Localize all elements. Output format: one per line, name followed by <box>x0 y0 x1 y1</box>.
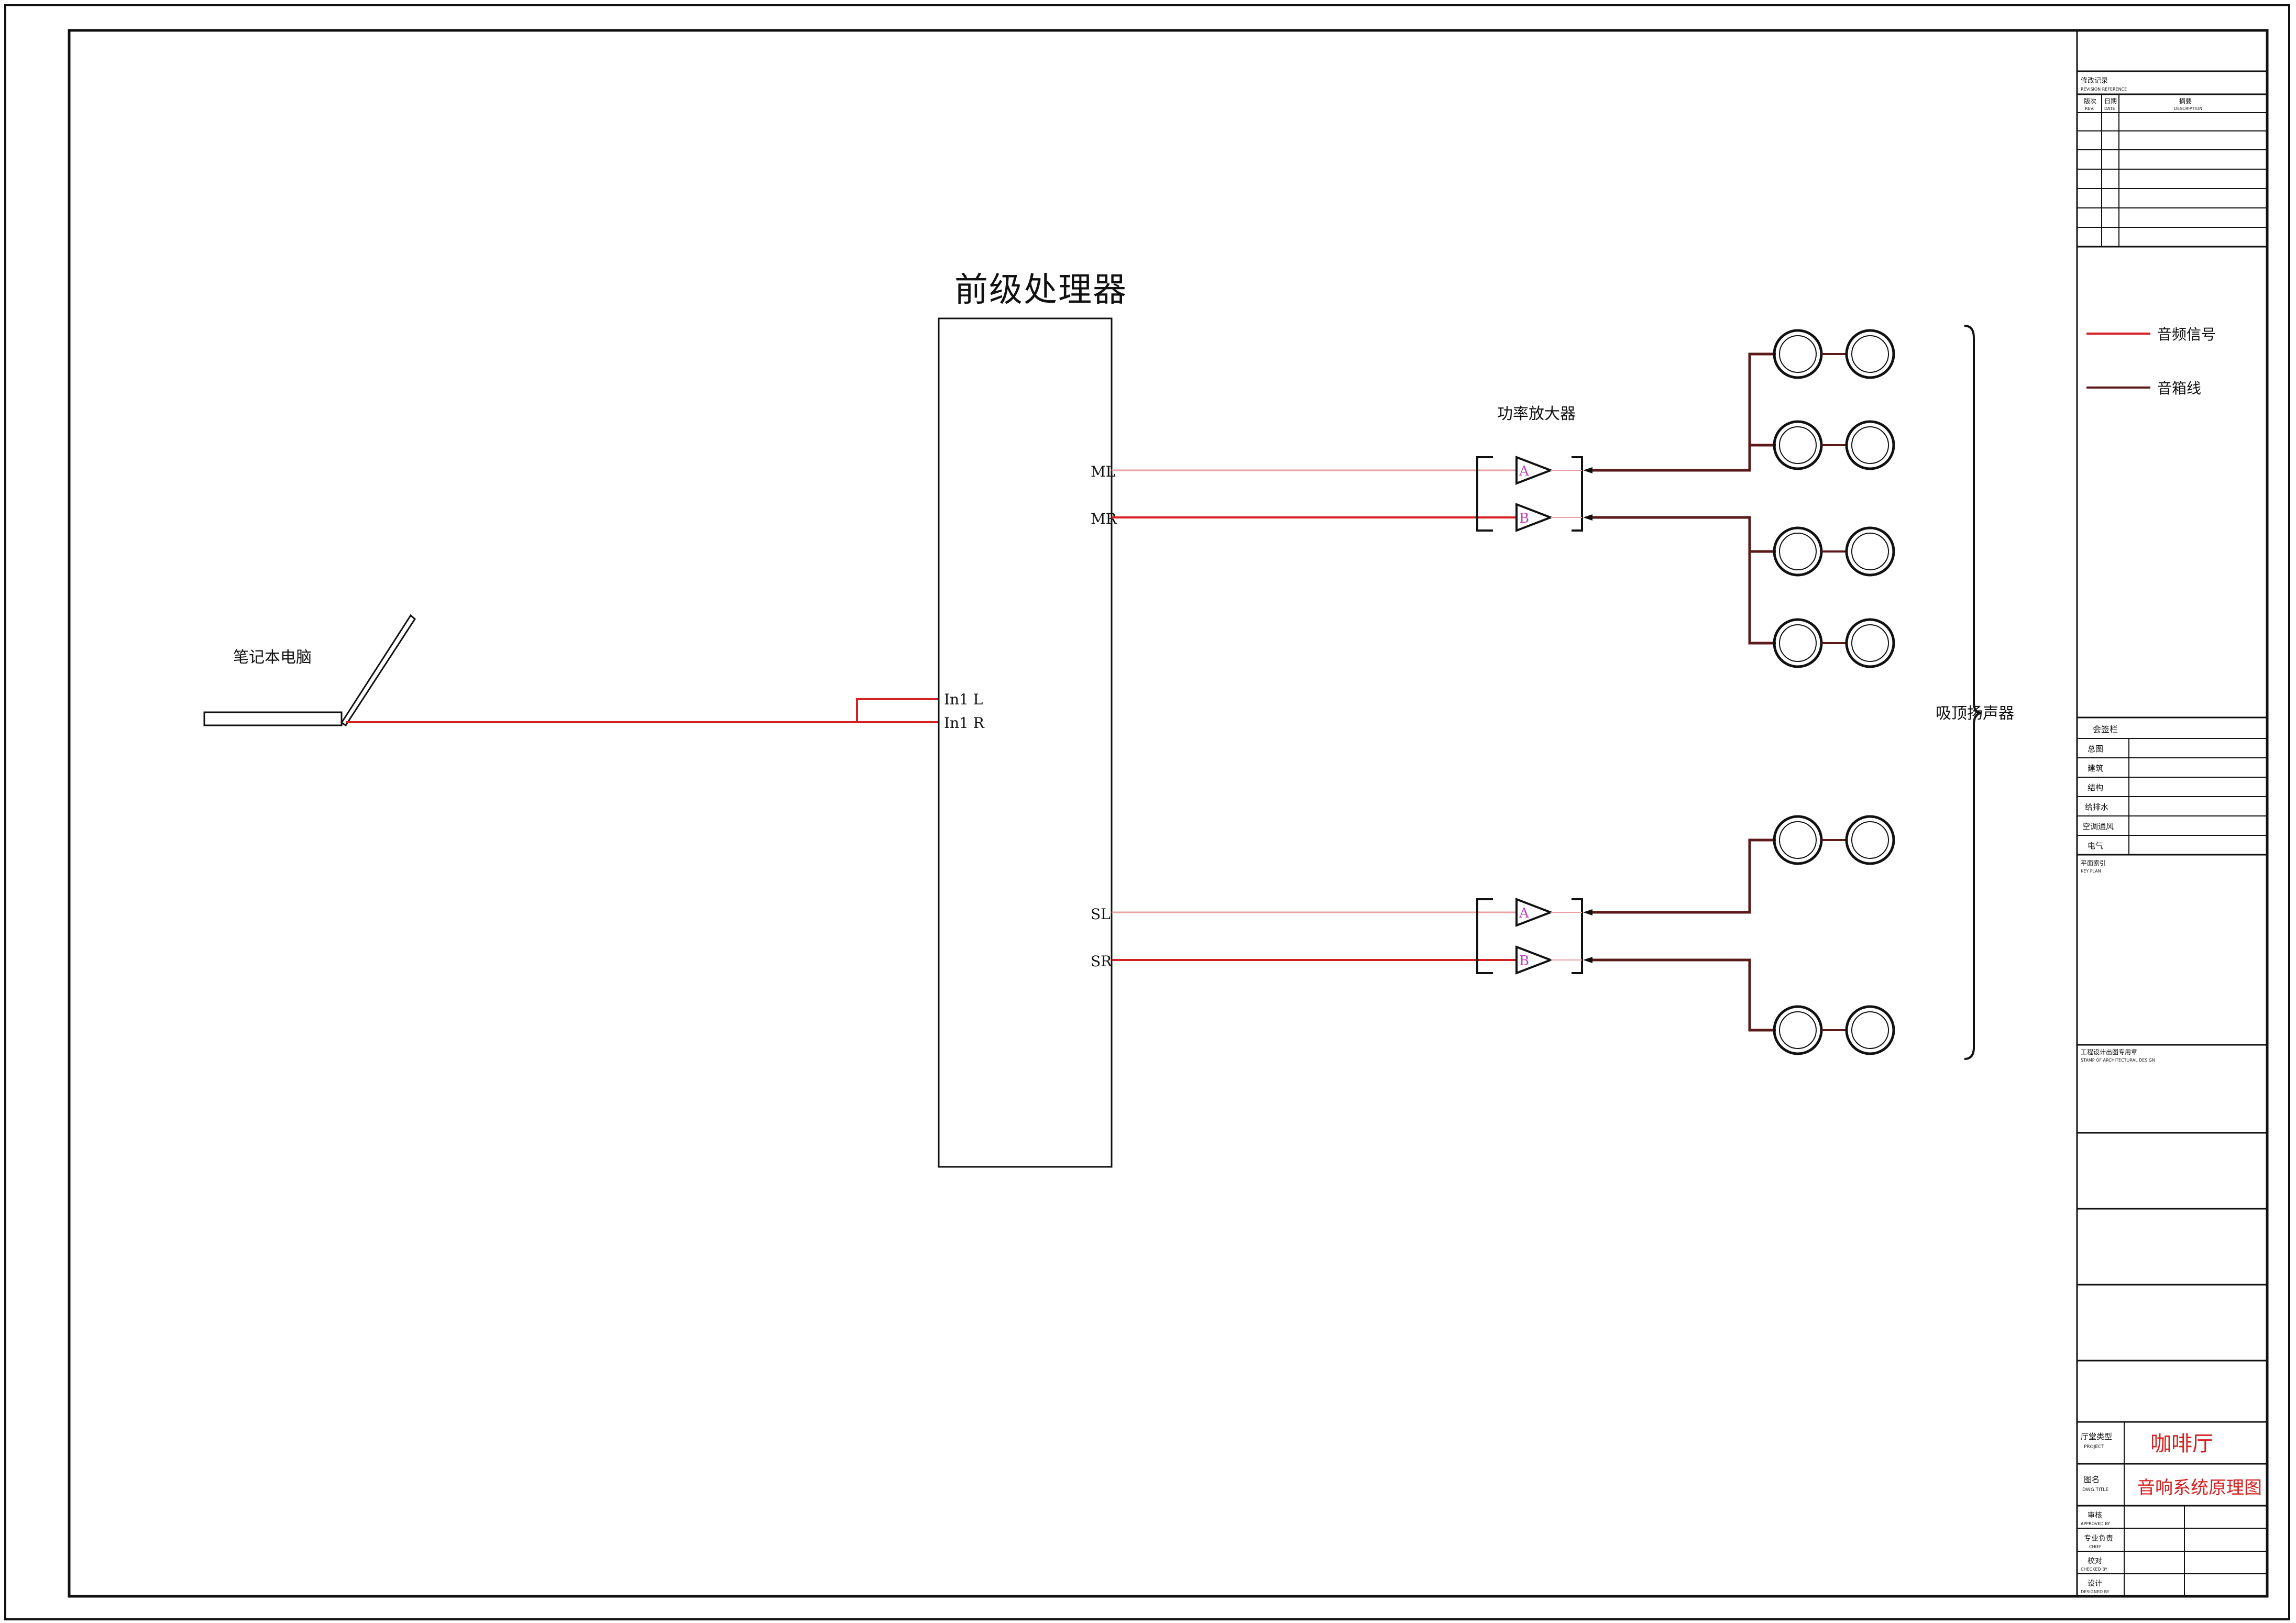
revision-title-en: REVISION REFERENCE <box>2081 87 2127 92</box>
key-plan-label: 平面索引 <box>2081 859 2106 867</box>
project-value: 咖啡厅 <box>2150 1432 2213 1456</box>
amp-2-channel-a-label: A <box>1519 906 1530 921</box>
laptop-icon <box>203 614 416 727</box>
amp-2-channel-a-icon <box>1515 898 1554 927</box>
inner-frame <box>68 29 2269 1598</box>
speaker-pair-1 <box>1773 329 1895 379</box>
chief-label: 专业负责 <box>2084 1534 2113 1543</box>
ceiling-speaker-icon <box>1773 420 1823 470</box>
sign-table: 会签栏 总图 建筑 结构 给排水 空调通风 电气 平面索引 KEY PLAN 工… <box>2081 724 2155 1063</box>
rev-col-desc-en: DESCRIPTION <box>2174 106 2202 111</box>
processor-ports: In1 L In1 R ML MR SL SR <box>944 463 1117 970</box>
checked-label: 校对 <box>2088 1556 2102 1565</box>
amp-1-channel-a-icon <box>1515 456 1554 485</box>
designed-label-en: DESIGNED BY <box>2081 1589 2110 1594</box>
processor-amp-signal-wires <box>1112 469 1519 961</box>
sign-row-structure: 结构 <box>2088 783 2103 792</box>
amp-2-channel-b-icon <box>1515 945 1554 975</box>
sign-row-general: 总图 <box>2088 744 2103 754</box>
amplifier-label: 功率放大器 <box>1497 405 1576 423</box>
sign-row-architecture: 建筑 <box>2088 764 2103 773</box>
port-sr: SR <box>1091 953 1112 970</box>
designed-label: 设计 <box>2088 1580 2102 1588</box>
speaker-group-brace <box>1964 325 1982 1060</box>
speaker-pair-6 <box>1773 1005 1895 1055</box>
ceiling-speaker-icon <box>1845 618 1895 668</box>
rev-col-no-en: REV. <box>2085 106 2094 111</box>
speakers-label: 吸顶扬声器 <box>1936 704 2014 723</box>
title-block <box>2076 30 2267 1596</box>
amplifier-1: A B <box>1476 456 1583 532</box>
ceiling-speaker-icon <box>1845 420 1895 470</box>
speaker-pair-5 <box>1773 815 1895 865</box>
amp-signal-stubs <box>1551 470 1582 960</box>
project-label-en: PROJECT <box>2084 1444 2104 1450</box>
approved-label-en: APPROVED BY <box>2081 1521 2110 1526</box>
amp-2-channel-b-label: B <box>1519 953 1529 969</box>
rev-col-desc: 摘要 <box>2179 97 2192 105</box>
amp-1-channel-b-icon <box>1515 503 1554 532</box>
key-plan-label-en: KEY PLAN <box>2081 869 2101 874</box>
signature-rows: 审核 APPROVED BY 专业负责 CHIEF 校对 CHECKED BY … <box>2081 1511 2113 1594</box>
drawing-value: 音响系统原理图 <box>2137 1477 2262 1498</box>
ceiling-speaker-icon <box>1773 329 1823 379</box>
sign-row-electrical: 电气 <box>2088 841 2103 851</box>
checked-label-en: CHECKED BY <box>2081 1567 2107 1572</box>
legend-speaker-wire-label: 音箱线 <box>2157 380 2201 397</box>
ceiling-speaker-icon <box>1845 815 1895 865</box>
sign-row-hvac: 空调通风 <box>2082 822 2114 831</box>
rev-col-date-en: DATE <box>2104 106 2115 111</box>
laptop-label: 笔记本电脑 <box>233 648 312 667</box>
rev-col-date: 日期 <box>2104 97 2117 105</box>
revision-header: 修改记录 REVISION REFERENCE 版次 REV. 日期 DATE … <box>2081 77 2202 111</box>
amp-1-channel-b-label: B <box>1519 511 1529 526</box>
project-label: 厅堂类型 <box>2081 1432 2112 1441</box>
stamp-label-en: STAMP OF ARCHITECTURAL DESIGN <box>2081 1058 2155 1063</box>
speaker-pair-4 <box>1773 618 1895 668</box>
ceiling-speaker-icon <box>1845 329 1895 379</box>
speaker-wire-arrows <box>1583 467 1592 963</box>
drawing-label-en: DWG.TITLE <box>2082 1487 2108 1493</box>
port-ml: ML <box>1091 463 1115 480</box>
ceiling-speaker-icon <box>1773 526 1823 577</box>
port-in-r: In1 R <box>944 714 985 732</box>
laptop-signal-wires <box>346 698 939 723</box>
ceiling-speaker-icon <box>1773 618 1823 668</box>
ceiling-speaker-icon <box>1773 1005 1823 1055</box>
speaker-pair-3 <box>1773 526 1895 577</box>
ceiling-speaker-icon <box>1845 526 1895 577</box>
chief-label-en: CHIEF <box>2089 1544 2102 1549</box>
sign-title: 会签栏 <box>2093 724 2118 734</box>
revision-title: 修改记录 <box>2081 77 2108 85</box>
amplifier-2: A B <box>1476 898 1583 975</box>
rev-col-no: 版次 <box>2084 97 2096 105</box>
speaker-pair-2 <box>1773 420 1895 470</box>
project-block: 厅堂类型 PROJECT 咖啡厅 图名 DWG.TITLE 音响系统原理图 <box>2081 1432 2262 1498</box>
speaker-wires <box>1590 352 1776 1032</box>
drawing-label: 图名 <box>2084 1475 2100 1484</box>
approved-label: 审核 <box>2088 1511 2102 1520</box>
ceiling-speaker-icon <box>1773 815 1823 865</box>
outer-frame <box>4 4 2290 1620</box>
port-sl: SL <box>1091 906 1111 923</box>
ceiling-speaker-icon <box>1845 1005 1895 1055</box>
sign-row-plumbing: 给排水 <box>2085 802 2108 812</box>
port-mr: MR <box>1091 510 1117 527</box>
legend-audio-signal-label: 音频信号 <box>2157 326 2216 343</box>
amp-1-channel-a-label: A <box>1519 463 1530 479</box>
processor-title: 前级处理器 <box>954 271 1127 310</box>
legend: 音频信号 音箱线 <box>2086 326 2216 397</box>
stamp-label: 工程设计出图专用章 <box>2081 1048 2137 1056</box>
preamp-processor-box <box>938 317 1113 1168</box>
port-in-l: In1 L <box>944 691 983 708</box>
